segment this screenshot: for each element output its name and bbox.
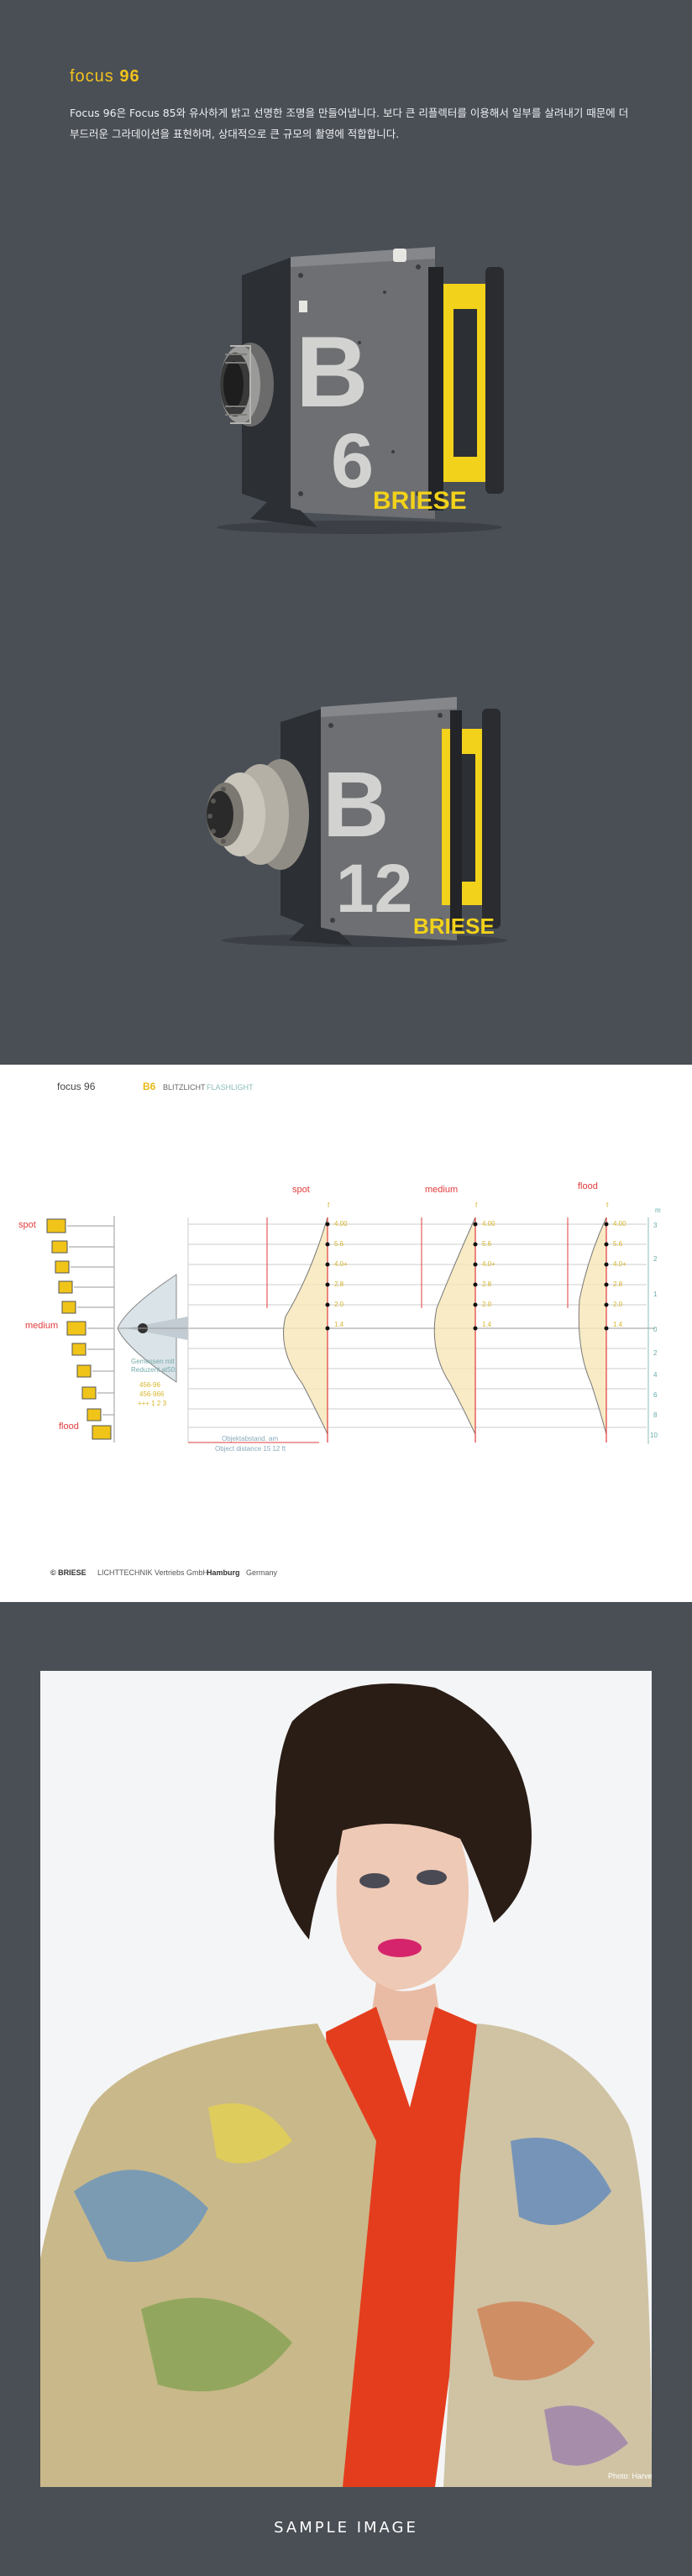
light-distribution-diagram: focus 96 B6 BLITZLICHT FLASHLIGHT spot m…	[18, 1081, 661, 1577]
svg-text:BRIESE: BRIESE	[413, 914, 495, 939]
svg-text:6: 6	[653, 1391, 658, 1399]
right-scale: m 3 2 1 0 2 4 6 8 10	[647, 1207, 661, 1444]
column-spot: spot f 4.00 5.6 4.0+ 2.8 2.0 1.4	[266, 1185, 348, 1442]
svg-text:f: f	[328, 1202, 330, 1209]
brand-bold: 96	[119, 67, 140, 86]
svg-text:4: 4	[653, 1371, 658, 1379]
svg-text:1.4: 1.4	[334, 1321, 344, 1328]
svg-text:4.00: 4.00	[613, 1220, 626, 1228]
svg-text:2.8: 2.8	[613, 1280, 623, 1288]
column-medium: medium f 4.00 5.6 4.0+ 2.8 2.0 1.4	[421, 1185, 495, 1442]
svg-text:Reduzent at50:: Reduzent at50:	[131, 1366, 176, 1374]
svg-text:4.00: 4.00	[482, 1220, 495, 1228]
svg-text:spot: spot	[292, 1185, 310, 1195]
model-portrait-image: Photo: Harvey	[40, 1671, 652, 2487]
svg-text:medium: medium	[425, 1185, 458, 1195]
svg-text:4.0+: 4.0+	[613, 1260, 626, 1268]
svg-text:Objektabstand. am: Objektabstand. am	[222, 1435, 278, 1442]
svg-text:0: 0	[653, 1326, 658, 1333]
product-b6-image: B 6 BRIESE	[217, 247, 504, 534]
svg-text:456-96: 456-96	[139, 1381, 160, 1389]
column-flood: flood f 4.00 5.6 4.0+ 2.8 2.0 1.4	[567, 1181, 626, 1442]
diagram-title: focus 96	[57, 1081, 96, 1092]
footer-city: Hamburg	[207, 1568, 240, 1577]
svg-text:+++ 1 2 3: +++ 1 2 3	[138, 1400, 167, 1407]
brand-light: focus	[70, 67, 114, 86]
svg-text:m: m	[655, 1207, 661, 1214]
diagram-grid	[187, 1217, 647, 1442]
svg-text:6: 6	[331, 418, 374, 504]
svg-text:B: B	[322, 753, 389, 856]
position-label-medium: medium	[25, 1321, 58, 1331]
top-section: focus 96 Focus 96은 Focus 85와 유사하게 밝고 선명한…	[0, 0, 692, 1065]
svg-text:Object distance 15 12 ft: Object distance 15 12 ft	[215, 1445, 286, 1453]
position-label-spot: spot	[18, 1220, 36, 1230]
footer-brand: © BRIESE	[50, 1568, 86, 1577]
svg-text:2.8: 2.8	[334, 1280, 344, 1288]
diagram-model: B6	[143, 1081, 156, 1092]
svg-text:2.8: 2.8	[482, 1280, 492, 1288]
reflector-cone	[117, 1274, 655, 1383]
lens-note: Gemessen mit Reduzent at50: 456-96 456-9…	[131, 1358, 176, 1407]
svg-text:f: f	[606, 1202, 609, 1209]
intro-text: Focus 96은 Focus 85와 유사하게 밝고 선명한 조명을 만들어냅…	[70, 107, 629, 140]
svg-text:2.0: 2.0	[334, 1301, 344, 1308]
svg-text:456-966: 456-966	[139, 1390, 165, 1398]
lamp-positions	[46, 1218, 112, 1440]
svg-text:8: 8	[653, 1411, 658, 1419]
svg-text:flood: flood	[578, 1181, 598, 1191]
sample-section: Photo: Harvey SAMPLE IMAGE	[0, 1602, 692, 2576]
svg-text:f: f	[475, 1202, 478, 1209]
footer-company: LICHTTECHNIK Vertriebs GmbH	[97, 1568, 208, 1577]
svg-text:1: 1	[653, 1291, 658, 1298]
sample-photo: Photo: Harvey	[40, 1671, 652, 2487]
svg-text:10: 10	[650, 1432, 658, 1439]
distance-label: Objektabstand. am Object distance 15 12 …	[188, 1435, 319, 1453]
svg-text:Gemessen mit: Gemessen mit	[131, 1358, 175, 1365]
photo-credit: Photo: Harvey	[608, 2472, 652, 2480]
brand-title: focus 96	[70, 67, 140, 86]
svg-text:2.0: 2.0	[482, 1301, 492, 1308]
diagram-subtitle-1: BLITZLICHT	[163, 1083, 206, 1092]
svg-text:1.4: 1.4	[482, 1321, 492, 1328]
svg-text:4.00: 4.00	[334, 1220, 348, 1228]
svg-text:4.0+: 4.0+	[334, 1260, 348, 1268]
diagram-section: focus 96 B6 BLITZLICHT FLASHLIGHT spot m…	[0, 1065, 692, 1602]
svg-text:2: 2	[653, 1349, 658, 1357]
svg-text:5.6: 5.6	[334, 1240, 344, 1248]
svg-text:B: B	[296, 316, 369, 428]
svg-text:5.6: 5.6	[613, 1240, 623, 1248]
svg-text:4.0+: 4.0+	[482, 1260, 495, 1268]
svg-text:5.6: 5.6	[482, 1240, 492, 1248]
footer-country: Germany	[246, 1568, 278, 1577]
sample-image-label: SAMPLE IMAGE	[274, 2519, 418, 2537]
svg-text:1.4: 1.4	[613, 1321, 623, 1328]
svg-text:12: 12	[336, 851, 412, 927]
diagram-subtitle-2: FLASHLIGHT	[207, 1083, 254, 1092]
svg-text:BRIESE: BRIESE	[373, 487, 467, 515]
position-label-flood: flood	[59, 1422, 79, 1432]
svg-text:2: 2	[653, 1255, 658, 1263]
product-b12-image: B 12 BRIESE	[207, 697, 507, 947]
svg-text:3: 3	[653, 1222, 658, 1229]
svg-text:2.0: 2.0	[613, 1301, 623, 1308]
